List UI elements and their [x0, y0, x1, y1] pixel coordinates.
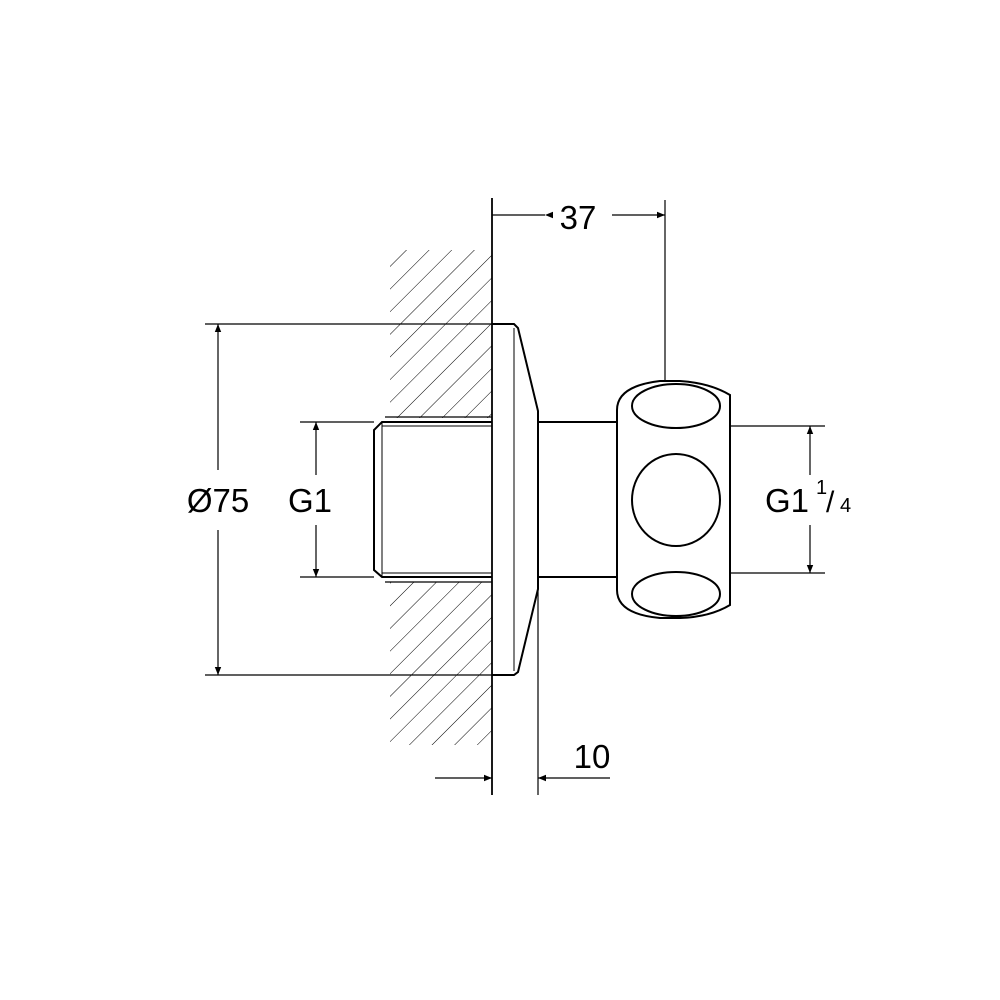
- wall-section: [385, 198, 493, 795]
- neck: [538, 421, 617, 578]
- svg-text:/: /: [826, 486, 835, 519]
- outlet-nut: [616, 380, 731, 619]
- dimension-10: [435, 589, 610, 795]
- dimension-10-label: 10: [574, 738, 611, 775]
- svg-text:1: 1: [816, 477, 827, 499]
- dimension-37: [492, 200, 666, 381]
- dimension-37-label: 37: [560, 199, 597, 236]
- dimension-g1-1-4-label: G1 1 / 4: [765, 477, 851, 519]
- svg-text:4: 4: [840, 495, 851, 517]
- dimension-diameter-label: Ø75: [187, 482, 249, 519]
- inlet-thread-part: [373, 421, 492, 578]
- dimension-g1-label: G1: [288, 482, 332, 519]
- flange-rosette: [492, 323, 539, 676]
- dimension-diameter-75: [205, 323, 492, 676]
- dimension-g1: [300, 421, 374, 578]
- dimension-g1-1-4: [730, 425, 825, 574]
- svg-text:G1: G1: [765, 482, 809, 519]
